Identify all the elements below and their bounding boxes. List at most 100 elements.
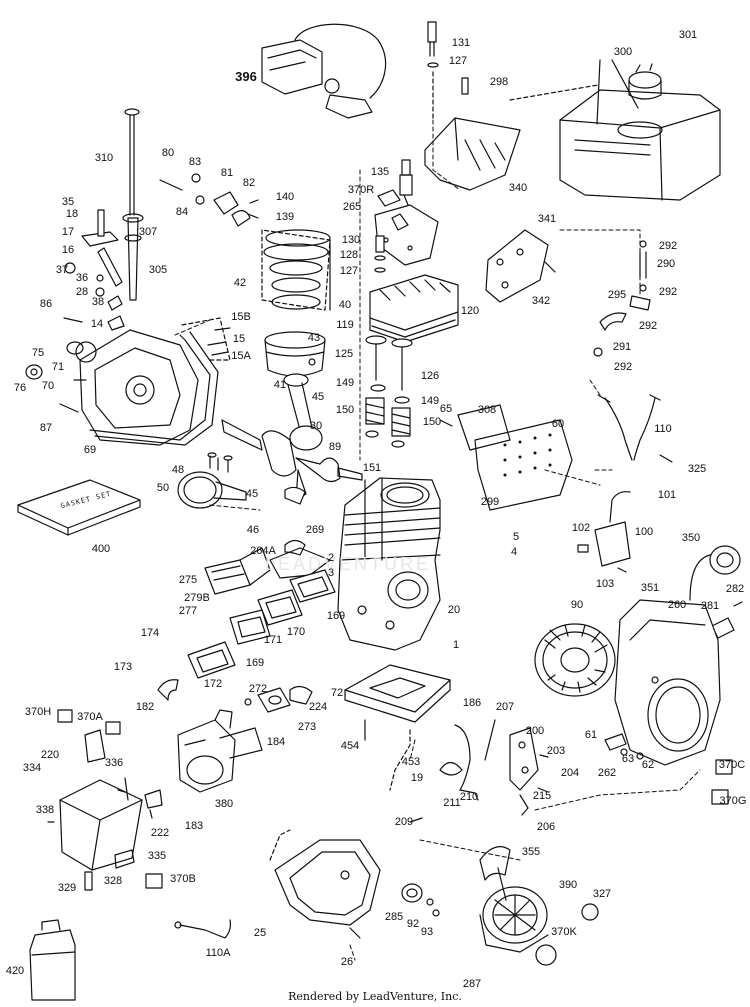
part-label-301: 301 [678, 29, 698, 41]
part-label-93: 93 [420, 926, 434, 938]
part-25-blower-base [269, 829, 381, 939]
part-265-shroud [374, 204, 439, 266]
part-290-fuel-line [593, 240, 651, 357]
part-label-125: 125 [334, 348, 354, 360]
part-label-370H: 370H [24, 706, 52, 718]
part-label-46: 46 [246, 524, 260, 536]
part-120-cylinder-head [369, 274, 459, 343]
part-label-174: 174 [140, 627, 160, 639]
part-label-454: 454 [340, 740, 360, 752]
part-label-3: 3 [327, 567, 335, 579]
part-label-307: 307 [138, 226, 158, 238]
part-label-87: 87 [39, 422, 53, 434]
part-label-150a: 150 [335, 404, 355, 416]
part-label-63: 63 [621, 753, 635, 765]
part-label-220: 220 [40, 749, 60, 761]
part-label-81: 81 [220, 167, 234, 179]
parts-183-222 [144, 789, 163, 819]
part-340-bracket [424, 117, 521, 191]
part-label-200: 200 [525, 725, 545, 737]
part-390-rewind-starter [479, 846, 549, 953]
part-label-291: 291 [612, 341, 632, 353]
part-label-72: 72 [330, 687, 344, 699]
part-label-380: 380 [214, 798, 234, 810]
part-label-171: 171 [263, 634, 283, 646]
part-label-80: 80 [161, 147, 175, 159]
part-label-15: 15 [232, 333, 246, 345]
part-label-182: 182 [135, 701, 155, 713]
part-label-265: 265 [342, 201, 362, 213]
part-label-169b: 169 [245, 657, 265, 669]
part-90-flywheel [534, 623, 616, 697]
part-label-150b: 150 [422, 416, 442, 428]
part-label-355: 355 [521, 846, 541, 858]
assembly-dashed-lines [174, 119, 701, 961]
part-310-dipstick [122, 108, 144, 301]
part-label-327: 327 [592, 888, 612, 900]
part-label-5: 5 [512, 531, 520, 543]
part-50-camshaft [177, 452, 306, 509]
part-label-341: 341 [537, 213, 557, 225]
part-label-102: 102 [571, 522, 591, 534]
part-label-335: 335 [147, 850, 167, 862]
part-label-2: 2 [327, 552, 335, 564]
part-45-connecting-rod [283, 373, 323, 451]
part-label-420: 420 [5, 965, 25, 977]
part-label-183: 183 [184, 820, 204, 832]
part-label-69: 69 [83, 444, 97, 456]
part-125-126-valves [365, 335, 413, 448]
part-label-84: 84 [175, 206, 189, 218]
part-label-1: 1 [452, 639, 460, 651]
part-label-62: 62 [641, 759, 655, 771]
part-label-101: 101 [657, 489, 677, 501]
part-label-224: 224 [308, 701, 328, 713]
part-label-396: 396 [235, 69, 257, 84]
part-30-crankshaft [221, 419, 363, 501]
part-label-30: 30 [309, 420, 323, 432]
part-275-intake [204, 539, 331, 595]
part-label-310: 310 [94, 152, 114, 164]
part-label-90: 90 [570, 599, 584, 611]
part-label-328: 328 [103, 875, 123, 887]
watermark: LEADVENTURE [265, 554, 432, 574]
part-label-75: 75 [31, 347, 45, 359]
part-label-40: 40 [338, 299, 352, 311]
part-label-48: 48 [171, 464, 185, 476]
part-label-305: 305 [148, 264, 168, 276]
part-label-151: 151 [362, 462, 382, 474]
part-label-70: 70 [41, 380, 55, 392]
part-label-140: 140 [275, 191, 295, 203]
part-label-45b: 45 [245, 488, 259, 500]
control-linkage-parts [409, 719, 549, 823]
part-260-blower-housing [614, 599, 721, 766]
parts-327-370K [535, 903, 599, 966]
part-label-130: 130 [341, 234, 361, 246]
part-label-340: 340 [508, 182, 528, 194]
part-label-281: 281 [700, 600, 720, 612]
part-label-26: 26 [340, 956, 354, 968]
footer-credit: Rendered by LeadVenture, Inc. [288, 990, 462, 1003]
part-label-290: 290 [656, 258, 676, 270]
part-label-184: 184 [266, 736, 286, 748]
part-label-61: 61 [584, 729, 598, 741]
part-label-17: 17 [61, 226, 75, 238]
part-label-25: 25 [253, 927, 267, 939]
part-label-103: 103 [595, 578, 615, 590]
part-label-16: 16 [61, 244, 75, 256]
part-label-329: 329 [57, 882, 77, 894]
part-label-370R: 370R [347, 184, 375, 196]
part-label-37: 37 [55, 264, 69, 276]
part-label-206: 206 [536, 821, 556, 833]
part-label-453: 453 [401, 756, 421, 768]
part-label-89: 89 [328, 441, 342, 453]
part-label-83: 83 [188, 156, 202, 168]
part-label-45a: 45 [311, 391, 325, 403]
part-135-spark-plug [399, 159, 413, 206]
part-label-370B: 370B [170, 873, 196, 885]
part-label-82: 82 [242, 177, 256, 189]
part-label-282: 282 [725, 583, 745, 595]
part-label-14: 14 [90, 318, 104, 330]
part-label-215: 215 [532, 790, 552, 802]
part-110-wire [597, 394, 673, 463]
